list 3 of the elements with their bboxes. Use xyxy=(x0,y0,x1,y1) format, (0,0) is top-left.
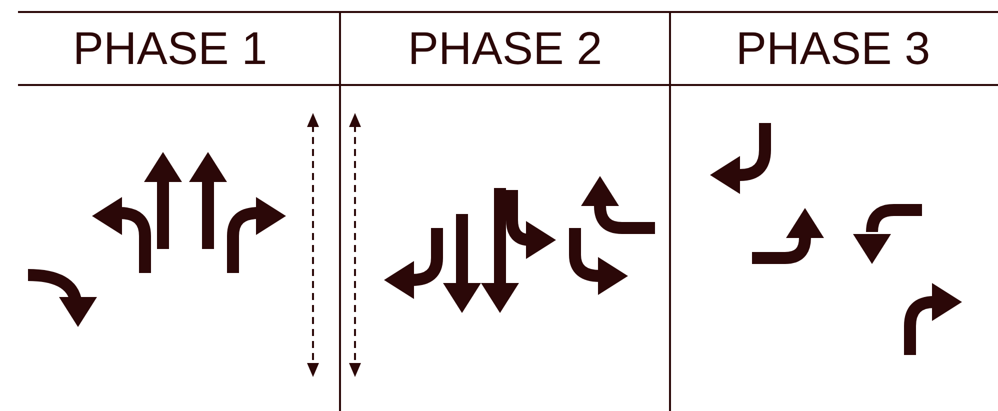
phase-heading: PHASE 2 xyxy=(408,22,602,74)
phase-heading: PHASE 3 xyxy=(736,22,930,74)
phase-heading: PHASE 1 xyxy=(72,22,268,74)
